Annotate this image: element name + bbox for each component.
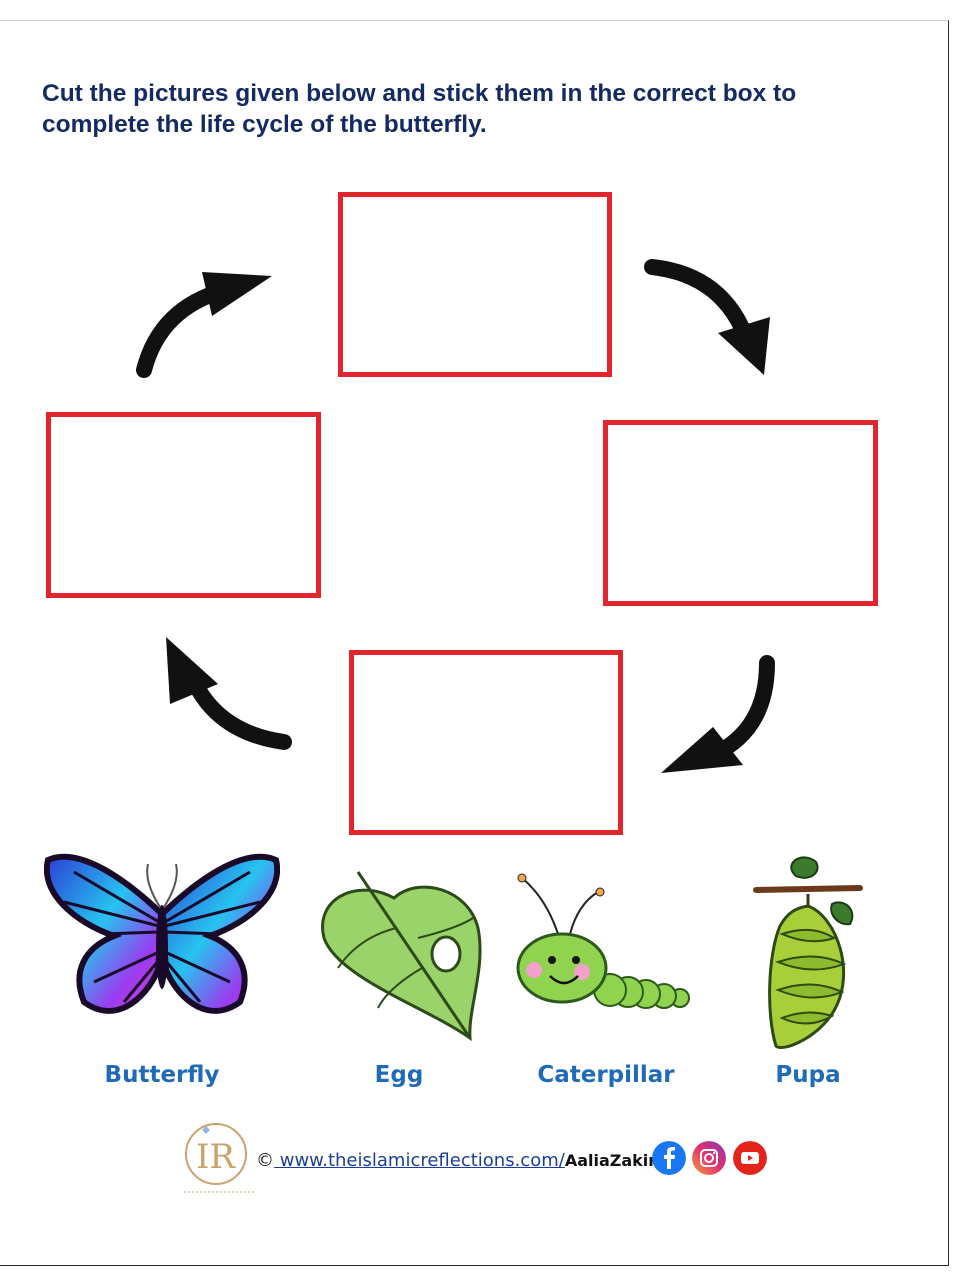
footer-credit: © www.theislamicreflections.com/AaliaZak… — [256, 1150, 656, 1171]
butterfly-icon[interactable] — [44, 852, 280, 1024]
label-pupa: Pupa — [775, 1062, 841, 1088]
instructions-line-1: Cut the pictures given below and stick t… — [42, 80, 797, 107]
author-name: AaliaZakir — [564, 1151, 657, 1170]
youtube-icon[interactable] — [733, 1141, 767, 1175]
website-link[interactable]: www.theislamicreflections.com/ — [274, 1150, 565, 1171]
paste-box-top[interactable] — [338, 192, 612, 377]
caterpillar-icon[interactable] — [514, 868, 694, 1018]
chrysalis-icon[interactable] — [752, 854, 864, 1054]
paste-box-bottom[interactable] — [349, 650, 623, 835]
instructions: Cut the pictures given below and stick t… — [42, 78, 872, 140]
label-butterfly: Butterfly — [104, 1062, 220, 1088]
paste-box-right[interactable] — [603, 420, 878, 606]
label-egg: Egg — [374, 1062, 424, 1088]
cycle-arrow-bottom-left-icon — [166, 637, 292, 750]
instructions-line-2: complete the life cycle of the butterfly… — [42, 111, 487, 138]
leaf-with-egg-icon[interactable] — [318, 868, 484, 1044]
islamic-reflections-logo: IR — [184, 1123, 254, 1193]
facebook-icon[interactable] — [652, 1141, 686, 1175]
cycle-arrow-bottom-right-icon — [661, 655, 775, 773]
logo-letters: IR — [196, 1137, 236, 1177]
cycle-arrow-top-right-icon — [644, 259, 770, 375]
cycle-arrow-top-left-icon — [136, 272, 272, 378]
paste-box-left[interactable] — [46, 412, 321, 598]
copyright-symbol: © — [256, 1150, 274, 1171]
instagram-icon[interactable] — [692, 1141, 726, 1175]
label-caterpillar: Caterpillar — [537, 1062, 675, 1088]
